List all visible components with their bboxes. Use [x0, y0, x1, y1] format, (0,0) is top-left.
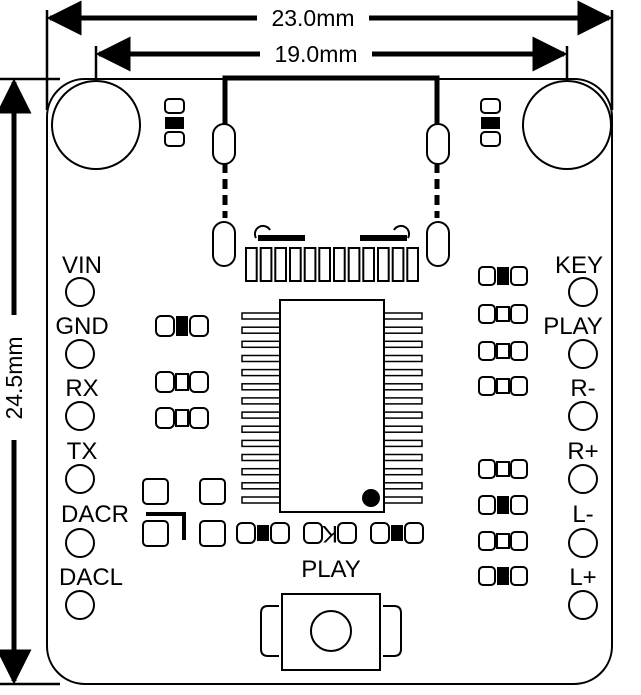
- ic-pin-right: [381, 312, 423, 320]
- pin-label-rx: RX: [65, 375, 98, 402]
- pin-label-l-plus: L+: [569, 564, 596, 591]
- dimension-inner-width: 19.0mm: [94, 36, 569, 80]
- bottom-passives: K: [236, 520, 424, 547]
- ic-pin-left: [241, 425, 283, 433]
- pin-label-l-minus: L-: [572, 501, 593, 528]
- ic-pin-left: [241, 467, 283, 476]
- main-ic: [241, 299, 423, 513]
- usb-pin: [333, 247, 346, 282]
- usb-pin: [406, 247, 419, 282]
- ic-pin-right: [381, 482, 423, 490]
- pin-label-r-minus: R-: [570, 375, 595, 402]
- pin-pad-dacl: [65, 590, 95, 620]
- pin-label-key: KEY: [555, 252, 603, 279]
- right-pin-header: KEY PLAY R- R+ L- L+: [543, 252, 603, 620]
- ic-pin-left: [241, 312, 283, 320]
- ic-pin-right: [381, 496, 423, 504]
- pin-pad-rx: [65, 401, 95, 431]
- dimension-height: 24.5mm: [0, 77, 60, 686]
- diode: K: [303, 520, 357, 547]
- ic-pin-right: [381, 467, 423, 476]
- ic-pin-left: [241, 411, 283, 419]
- pin-label-dacr: DACR: [61, 501, 129, 528]
- crystal-component: [142, 478, 226, 547]
- left-pin-header: VIN GND RX TX DACR DACL: [55, 252, 129, 620]
- resistor-top-right: [480, 98, 501, 147]
- pin-label-vin: VIN: [62, 252, 102, 279]
- ic-pin-left: [241, 383, 283, 391]
- ic-pin-right: [381, 453, 423, 462]
- ic-pin-right: [381, 354, 423, 363]
- ic-pin-right: [381, 383, 423, 391]
- usb-pin: [245, 247, 258, 282]
- pin-pad-r-plus: [568, 464, 598, 494]
- ic-pin-left: [241, 397, 283, 405]
- pin1-dot: [362, 489, 380, 507]
- inner-width-label: 19.0mm: [274, 41, 357, 67]
- pin-label-r-plus: R+: [567, 438, 598, 465]
- left-passives: [155, 315, 209, 429]
- mounting-hole-right: [522, 80, 612, 170]
- pin-pad-dacr: [65, 528, 95, 558]
- diode-silk-label: K: [322, 520, 338, 547]
- resistor-top-left: [164, 98, 185, 147]
- pin-label-dacl: DACL: [59, 564, 123, 591]
- ic-pin-left: [241, 326, 283, 334]
- usb-pin: [259, 247, 273, 282]
- usb-pin: [274, 247, 287, 282]
- pin-pad-gnd: [65, 339, 95, 369]
- usb-pin: [347, 247, 361, 282]
- ic-pin-left: [241, 439, 283, 448]
- ic-pin-right: [381, 411, 423, 419]
- pin-label-gnd: GND: [55, 313, 108, 340]
- ic-pin-right: [381, 425, 423, 433]
- usb-connector: [212, 75, 450, 282]
- usb-pin: [377, 247, 390, 282]
- pin-pad-l-plus: [568, 590, 598, 620]
- usb-pin: [318, 247, 331, 282]
- pin-pad-vin: [65, 277, 95, 307]
- ic-pin-left: [241, 453, 283, 462]
- pin-label-tx: TX: [67, 438, 98, 465]
- play-button: PLAY: [260, 556, 402, 671]
- pin-label-play: PLAY: [543, 313, 603, 340]
- ic-pin-right: [381, 368, 423, 377]
- ic-pin-right: [381, 326, 423, 334]
- ic-pin-left: [241, 354, 283, 363]
- usb-pin: [289, 247, 302, 282]
- mounting-hole-left: [51, 80, 141, 170]
- play-button-label: PLAY: [301, 556, 361, 583]
- usb-pin: [362, 247, 375, 282]
- pin-pad-play: [568, 339, 598, 369]
- ic-pin-left: [241, 482, 283, 490]
- pin-pad-l-minus: [568, 528, 598, 558]
- usb-pin: [303, 247, 317, 282]
- outer-width-label: 23.0mm: [271, 5, 354, 31]
- pin-pad-r-minus: [568, 401, 598, 431]
- ic-pin-left: [241, 368, 283, 377]
- right-passives: [478, 266, 528, 586]
- ic-pin-right: [381, 397, 423, 405]
- usb-pin: [391, 247, 405, 282]
- pin-pad-key: [568, 277, 598, 307]
- dimension-outer-width: 23.0mm: [45, 0, 614, 110]
- ic-pin-left: [241, 496, 283, 504]
- height-label: 24.5mm: [1, 336, 27, 419]
- ic-pin-right: [381, 439, 423, 448]
- pin-pad-tx: [65, 464, 95, 494]
- ic-pin-left: [241, 340, 283, 349]
- ic-pin-right: [381, 340, 423, 349]
